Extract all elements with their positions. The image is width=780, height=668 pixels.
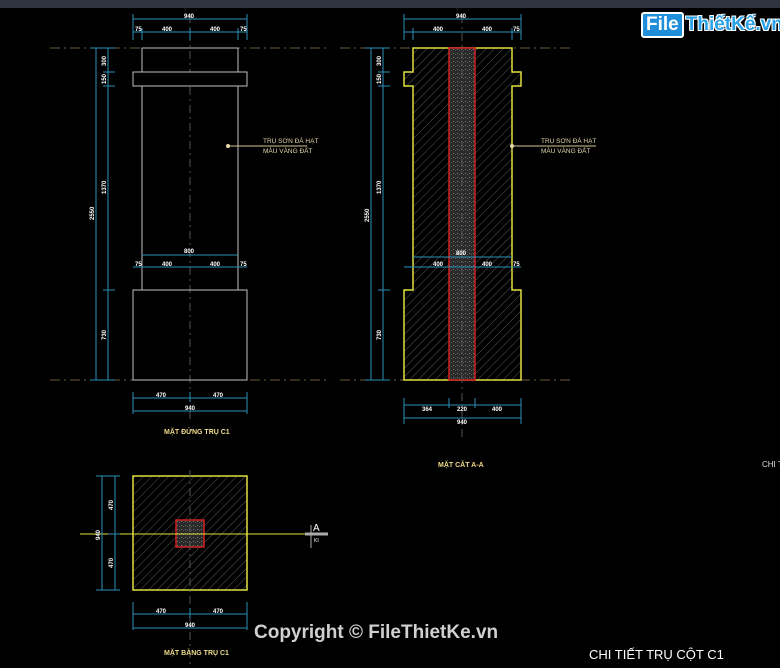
dim-label: 75 xyxy=(513,27,520,33)
dim-label: 364 xyxy=(422,407,433,413)
filethietke-logo: File ThiếtKế.vn xyxy=(641,11,780,38)
dim-label: 220 xyxy=(457,407,468,413)
view-title: MẶT BẰNG TRỤ C1 xyxy=(164,648,229,657)
material-note: MÀU VÀNG ĐẤT xyxy=(263,145,313,155)
dim-label: 400 xyxy=(162,27,173,33)
dim-label: 75 xyxy=(513,262,520,268)
dim-label: 75 xyxy=(135,262,142,268)
material-note: TRỤ SƠN ĐÁ HẠT xyxy=(541,136,596,145)
dim-label: 75 xyxy=(240,27,247,33)
dim-label: 730 xyxy=(102,329,108,340)
dim-label: 2550 xyxy=(90,206,96,220)
copyright-watermark: Copyright © FileThietKe.vn xyxy=(254,622,499,643)
sheet-title: CHI TIẾT TRỤ CỘT C1 xyxy=(589,647,724,662)
plan-view: A KI 470 470 940 470 470 940 MẶT BẰNG TR… xyxy=(80,470,328,668)
column-cap-band xyxy=(132,71,248,87)
dim-label: 400 xyxy=(210,27,221,33)
dim-label: 730 xyxy=(377,329,383,340)
dim-label: 940 xyxy=(457,420,468,426)
logo-text: ThiếtKế.vn xyxy=(685,13,780,35)
dim-label: 470 xyxy=(213,393,224,399)
dim-label: 400 xyxy=(482,27,493,33)
dim-label: 940 xyxy=(184,14,195,20)
dim-label: 150 xyxy=(377,73,383,84)
section-view: 940 400 400 75 800 400 400 75 2550 300 1… xyxy=(340,14,596,469)
dim-label: 400 xyxy=(482,262,493,268)
dim-label: 75 xyxy=(135,27,142,33)
dim-label: 470 xyxy=(156,393,167,399)
leader-dot xyxy=(510,144,514,148)
section-ref-label: KI xyxy=(314,538,319,544)
dim-label: 470 xyxy=(109,499,115,510)
dimension-lines xyxy=(90,14,248,414)
dim-label: 150 xyxy=(102,73,108,84)
dimension-lines xyxy=(365,14,522,424)
column-base xyxy=(132,289,248,381)
dim-label: 75 xyxy=(240,262,247,268)
dim-label: 2550 xyxy=(365,208,371,222)
dim-label: 470 xyxy=(213,609,224,615)
dimension-lines xyxy=(96,475,248,630)
elevation-view: 940 75 400 400 75 800 75 400 400 75 2550… xyxy=(50,14,330,436)
dim-label: 400 xyxy=(433,262,444,268)
top-toolbar-strip xyxy=(0,0,780,8)
dim-label: 800 xyxy=(456,251,467,257)
view-title: MẶT CẮT A-A xyxy=(438,460,484,469)
section-mark-label: A xyxy=(313,523,320,534)
dim-label: 940 xyxy=(96,529,102,540)
dim-label: 400 xyxy=(210,262,221,268)
dim-label: 800 xyxy=(184,249,195,255)
dim-label: 940 xyxy=(456,14,467,20)
dim-label: 470 xyxy=(109,557,115,568)
offscreen-title: CHI T xyxy=(762,460,780,469)
view-title: MẶT ĐỨNG TRỤ C1 xyxy=(164,427,230,436)
dim-label: 400 xyxy=(162,262,173,268)
leader-dot xyxy=(226,144,230,148)
material-note: MÀU VÀNG ĐẤT xyxy=(541,145,591,155)
material-note: TRỤ SƠN ĐÁ HẠT xyxy=(263,136,318,145)
logo-box: File xyxy=(641,11,684,38)
dim-label: 1370 xyxy=(377,180,383,194)
dim-label: 400 xyxy=(433,27,444,33)
dim-label: 940 xyxy=(185,406,196,412)
dim-label: 300 xyxy=(377,55,383,66)
dim-label: 1370 xyxy=(102,180,108,194)
dim-label: 470 xyxy=(156,609,167,615)
dim-label: 300 xyxy=(102,55,108,66)
dim-label: 940 xyxy=(185,623,196,629)
dim-label: 400 xyxy=(492,407,503,413)
